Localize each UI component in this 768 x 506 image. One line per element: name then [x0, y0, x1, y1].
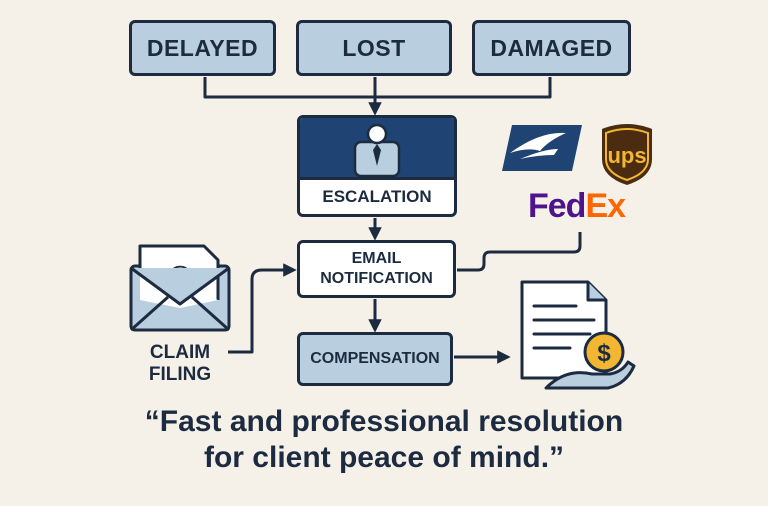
compensation-box: COMPENSATION [297, 332, 453, 386]
quote-line1: “Fast and professional resolution [144, 405, 624, 438]
escalation-label: ESCALATION [300, 177, 454, 214]
category-delayed: DELAYED [129, 20, 276, 76]
claim-filing-line2: FILING [148, 364, 212, 385]
fedex-logo: FedEx [528, 187, 626, 226]
carrier-connector-line [457, 232, 582, 272]
escalation-box: ESCALATION [297, 115, 457, 217]
email-notification-line2: NOTIFICATION [320, 270, 433, 287]
fedex-ex-text: Ex [585, 187, 626, 225]
arrow-claim-to-email [228, 263, 297, 354]
quote-line2: for client peace of mind.” [203, 441, 565, 474]
ups-logo-text: ups [607, 143, 646, 168]
category-lost: LOST [296, 20, 452, 76]
ups-shield-icon: ups [602, 124, 652, 185]
claim-filing-label: CLAIM FILING [130, 342, 230, 386]
person-icon [353, 123, 401, 178]
email-notification-line1: EMAIL [351, 250, 402, 267]
fedex-fed-text: Fed [528, 187, 586, 225]
envelope-at-icon: @ [129, 244, 231, 332]
email-notification-box: EMAIL NOTIFICATION [297, 240, 456, 298]
category-merge-line [203, 77, 552, 99]
quote: “Fast and professional resolution for cl… [0, 404, 768, 476]
invoice-dollar-icon: $ [520, 280, 636, 390]
svg-text:$: $ [597, 340, 611, 367]
usps-eagle-icon [502, 125, 582, 171]
escalation-header [300, 118, 454, 178]
claim-filing-line1: CLAIM [149, 342, 211, 363]
category-damaged: DAMAGED [472, 20, 631, 76]
